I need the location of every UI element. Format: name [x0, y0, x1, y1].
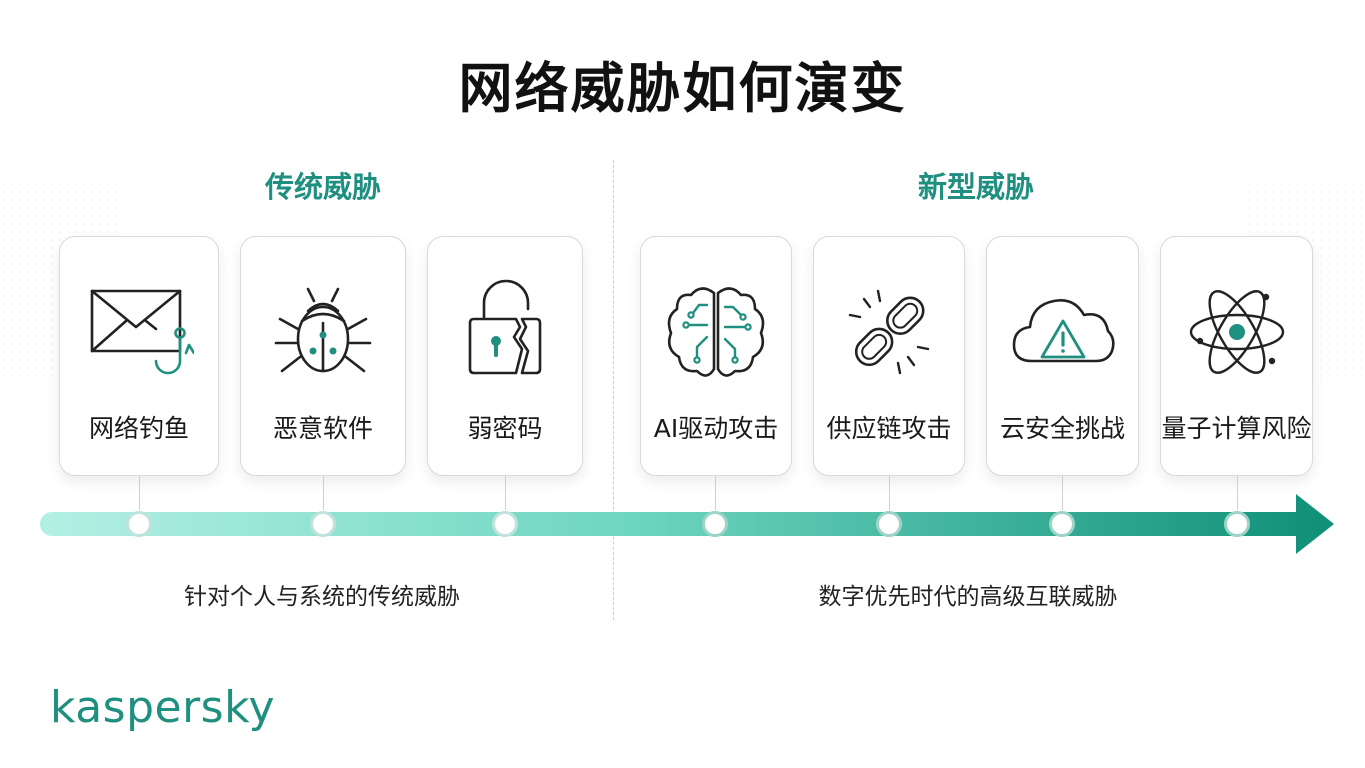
card-label: 网络钓鱼: [88, 414, 189, 443]
card-label: 供应链攻击: [826, 414, 952, 443]
atom-icon: [1189, 290, 1284, 374]
circuit-brain-icon: [667, 287, 765, 377]
card-connector: [1237, 476, 1238, 510]
card-malware: 恶意软件: [240, 236, 406, 476]
broken-chain-icon: [848, 289, 930, 375]
card-label: 云安全挑战: [999, 414, 1125, 443]
broken-padlock-icon: [468, 279, 542, 375]
section-title-emerging: 新型威胁: [917, 170, 1034, 204]
card-label: 量子计算风险: [1161, 414, 1312, 443]
card-supply-chain: 供应链攻击: [813, 236, 965, 476]
card-label: 弱密码: [467, 414, 543, 443]
timeline-arrow: [40, 494, 1334, 554]
section-title-traditional: 传统威胁: [264, 170, 381, 204]
card-phishing: 网络钓鱼: [59, 236, 219, 476]
card-label: AI驱动攻击: [653, 414, 779, 443]
card-cloud-security: 云安全挑战: [986, 236, 1139, 476]
caption-emerging: 数字优先时代的高级互联威胁: [818, 584, 1118, 610]
timeline-node: [492, 511, 518, 537]
section-divider: [613, 160, 614, 620]
card-weak-password: 弱密码: [427, 236, 583, 476]
bug-icon: [274, 287, 372, 373]
page-title: 网络威胁如何演变: [458, 57, 907, 120]
timeline-node: [1049, 511, 1075, 537]
card-connector: [1062, 476, 1063, 510]
card-ai-attack: AI驱动攻击: [640, 236, 792, 476]
timeline-node: [126, 511, 152, 537]
timeline-node: [702, 511, 728, 537]
timeline-node: [1224, 511, 1250, 537]
brand-logo: kaspersky: [50, 682, 276, 733]
card-connector: [889, 476, 890, 510]
timeline-node: [310, 511, 336, 537]
card-connector: [139, 476, 140, 510]
card-quantum-risk: 量子计算风险: [1160, 236, 1313, 476]
card-connector: [715, 476, 716, 510]
cloud-warning-icon: [1012, 299, 1115, 363]
card-label: 恶意软件: [272, 414, 373, 443]
caption-traditional: 针对个人与系统的传统威胁: [184, 584, 460, 610]
envelope-hook-icon: [90, 289, 194, 375]
card-connector: [505, 476, 506, 510]
timeline-node: [876, 511, 902, 537]
card-connector: [323, 476, 324, 510]
